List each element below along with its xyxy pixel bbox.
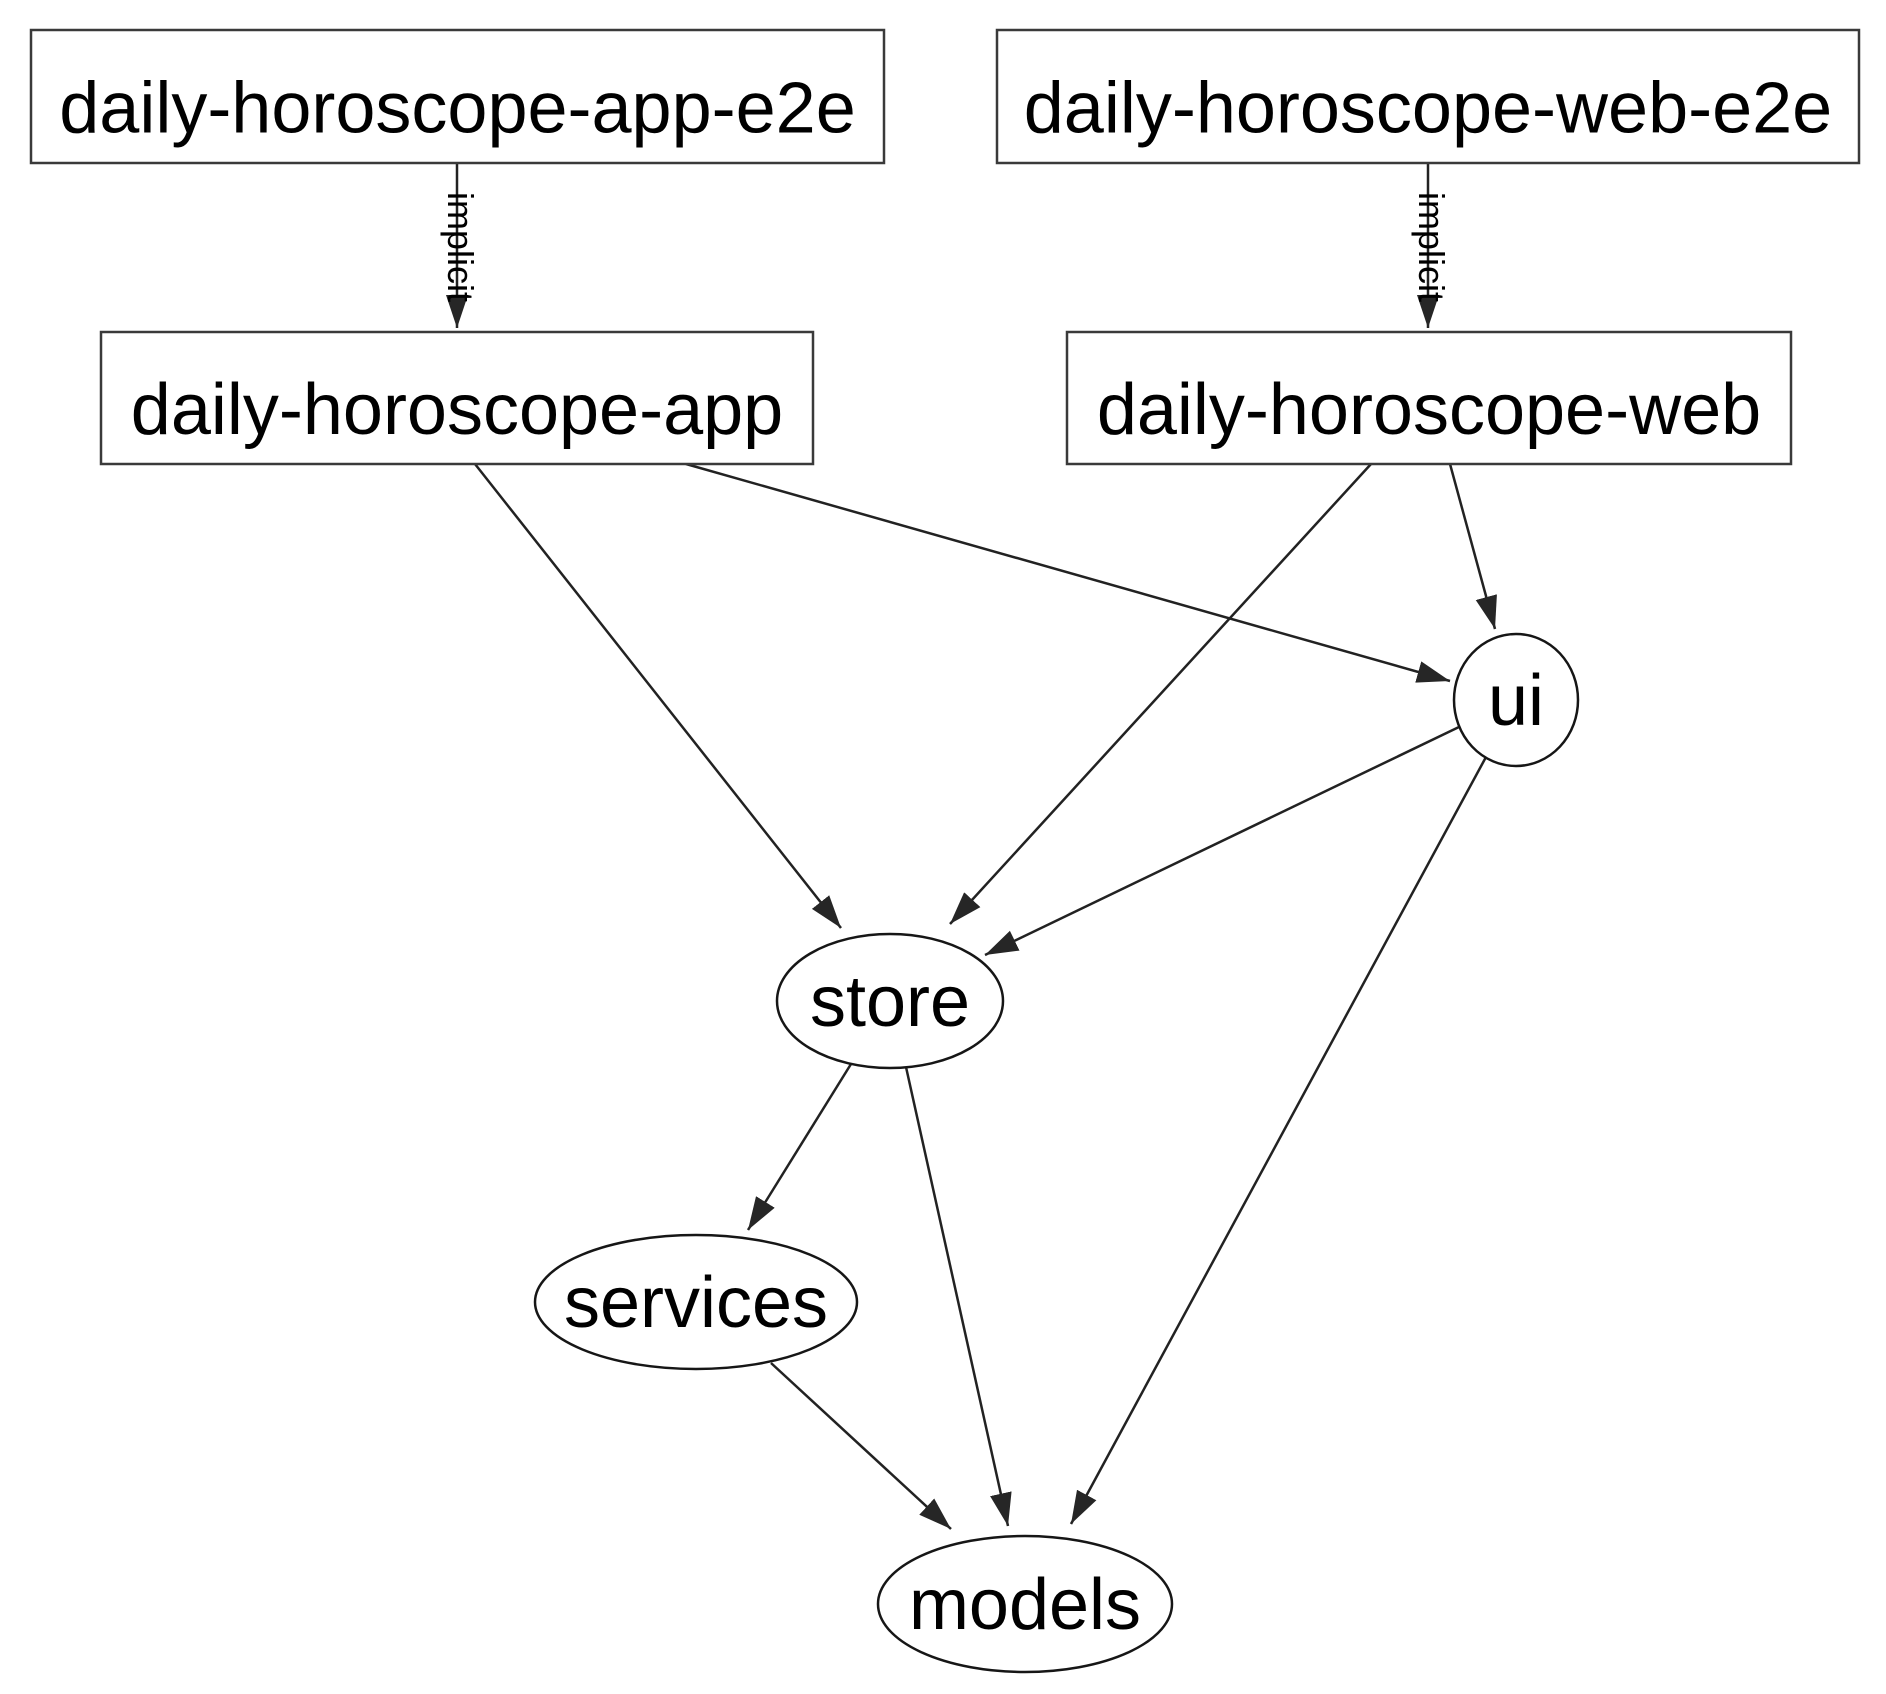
node-daily-horoscope-web: daily-horoscope-web <box>1065 330 1793 466</box>
node-shape-ellipse-services <box>533 1233 859 1371</box>
edge-daily-horoscope-web--store <box>949 463 1372 925</box>
node-daily-horoscope-app: daily-horoscope-app <box>99 330 815 466</box>
node-shape-box-daily-horoscope-web-e2e <box>995 28 1861 165</box>
edge-ui--models <box>1069 756 1488 1525</box>
edge-store--services <box>746 1063 853 1231</box>
node-label-daily-horoscope-app-e2e: daily-horoscope-app-e2e <box>59 69 856 149</box>
node-label-services: services <box>564 1263 828 1343</box>
edge-ui--store <box>984 725 1460 957</box>
node-ui: ui <box>1452 632 1580 768</box>
edge-daily-horoscope-app--ui <box>685 462 1451 683</box>
edge-label-implicit: implicit <box>1411 192 1452 302</box>
node-shape-box-daily-horoscope-app <box>99 330 815 466</box>
node-label-daily-horoscope-web-e2e: daily-horoscope-web-e2e <box>1024 69 1832 149</box>
node-label-models: models <box>909 1565 1141 1645</box>
node-shape-ellipse-models <box>876 1534 1174 1674</box>
node-shape-box-daily-horoscope-app-e2e <box>29 28 886 165</box>
node-daily-horoscope-app-e2e: daily-horoscope-app-e2e <box>29 28 886 165</box>
node-label-daily-horoscope-web: daily-horoscope-web <box>1097 370 1761 450</box>
edge-services--models <box>770 1362 952 1530</box>
node-shape-ellipse-ui <box>1452 632 1580 768</box>
node-label-store: store <box>810 962 970 1042</box>
edge-daily-horoscope-web--ui <box>1448 463 1497 630</box>
node-services: services <box>533 1233 859 1371</box>
node-store: store <box>775 932 1005 1070</box>
edge-label-implicit: implicit <box>440 192 481 302</box>
node-shape-ellipse-store <box>775 932 1005 1070</box>
node-daily-horoscope-web-e2e: daily-horoscope-web-e2e <box>995 28 1861 165</box>
edge-store--models <box>904 1066 1012 1527</box>
node-shape-box-daily-horoscope-web <box>1065 330 1793 466</box>
node-label-ui: ui <box>1488 661 1544 741</box>
edge-daily-horoscope-app--store <box>474 463 842 929</box>
node-models: models <box>876 1534 1174 1674</box>
node-label-daily-horoscope-app: daily-horoscope-app <box>131 370 783 450</box>
